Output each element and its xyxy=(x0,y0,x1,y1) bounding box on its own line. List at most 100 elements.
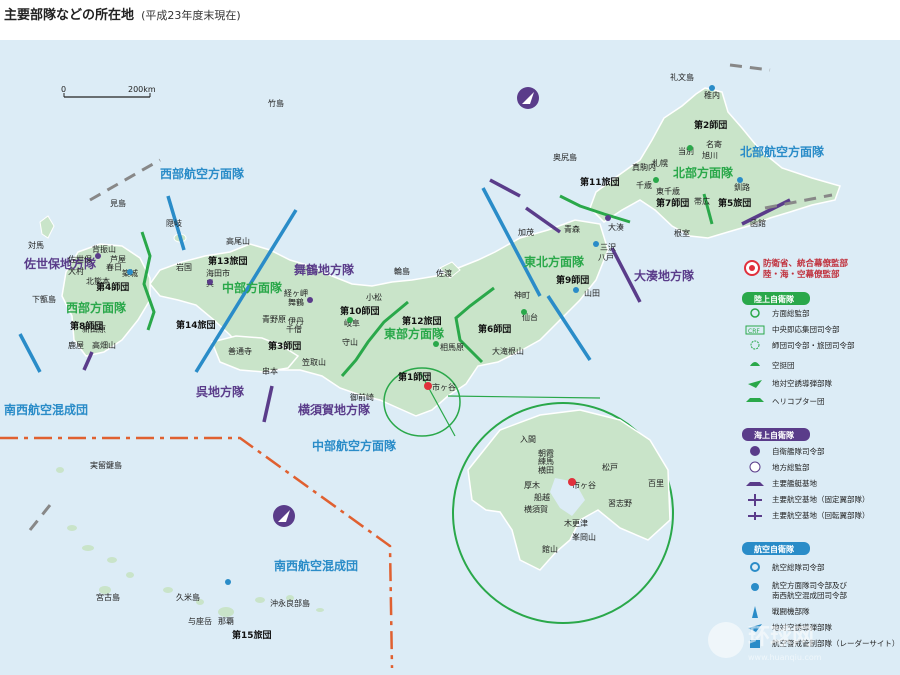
svg-text:横須賀: 横須賀 xyxy=(524,504,548,514)
svg-text:札幌: 札幌 xyxy=(652,158,668,168)
legend-asdf-1: 航空方面隊司令部及び xyxy=(772,580,847,590)
svg-text:隠岐: 隠岐 xyxy=(166,218,182,228)
legend-asdf-0: 航空総隊司令部 xyxy=(772,562,825,572)
legend-hq-main: 防衛省、統合幕僚監部 xyxy=(763,258,849,269)
unit-6: 第6師団 xyxy=(478,323,511,335)
svg-text:佐渡: 佐渡 xyxy=(436,268,452,278)
svg-text:千歳: 千歳 xyxy=(636,180,652,190)
svg-text:宮古島: 宮古島 xyxy=(96,592,120,602)
svg-text:舞鶴: 舞鶴 xyxy=(288,297,304,307)
compass-icon xyxy=(273,87,539,527)
legend-crf: CRF xyxy=(748,328,760,335)
svg-text:善通寺: 善通寺 xyxy=(228,346,252,356)
svg-text:青野原: 青野原 xyxy=(262,314,286,324)
unit-2: 第2師団 xyxy=(694,119,727,131)
legend-gsdf-2: 師団司令部・旅団司令部 xyxy=(772,340,855,350)
tsushima-island xyxy=(39,215,55,239)
svg-text:小松: 小松 xyxy=(366,292,382,302)
svg-text:北熊本: 北熊本 xyxy=(86,276,110,286)
legend-gsdf-5: ヘリコプター団 xyxy=(772,397,825,406)
watermark: 环球网 www.huanqiu.com xyxy=(708,622,822,662)
hokkaido xyxy=(589,87,841,239)
svg-text:相馬原: 相馬原 xyxy=(440,342,464,352)
svg-text:新田原: 新田原 xyxy=(82,324,106,334)
svg-text:山田: 山田 xyxy=(584,288,600,298)
legend-asdf-2: 南西航空混成団司令部 xyxy=(772,590,847,600)
svg-text:串本: 串本 xyxy=(262,366,278,376)
svg-text:那覇: 那覇 xyxy=(218,617,234,626)
legend-gsdf-4: 地対空誘導弾部隊 xyxy=(772,378,832,388)
svg-text:与座岳: 与座岳 xyxy=(188,616,212,626)
svg-text:加茂: 加茂 xyxy=(518,227,534,237)
legend-gsdf-1: 中央即応集団司令部 xyxy=(772,324,840,334)
legend: 防衛省、統合幕僚監部 陸・海・空幕僚監部 陸上自衛隊 方面総監部 中央即応集団司… xyxy=(742,258,899,648)
svg-text:竹島: 竹島 xyxy=(268,98,284,108)
legend-asdf-4: 地対空誘導弾部隊 xyxy=(772,622,832,632)
label-sasebo: 佐世保地方隊 xyxy=(23,256,97,271)
legend-gsdf-head: 陸上自衛隊 xyxy=(754,294,795,304)
svg-text:木更津: 木更津 xyxy=(564,518,588,528)
unit-9: 第9師団 xyxy=(556,274,589,286)
asdf-boundaries xyxy=(18,187,592,373)
map-markers xyxy=(95,85,743,585)
svg-text:横田: 横田 xyxy=(538,465,554,475)
svg-text:朝霞: 朝霞 xyxy=(538,449,554,458)
unit-5: 第5旅団 xyxy=(718,197,751,209)
legend-asdf-3: 戦闘機部隊 xyxy=(772,606,810,616)
unit-7: 第7師団 xyxy=(656,197,689,209)
svg-text:大村: 大村 xyxy=(68,266,84,276)
svg-text:八戸: 八戸 xyxy=(598,253,614,262)
label-northeastern-army: 東北方面隊 xyxy=(524,254,585,269)
svg-text:館山: 館山 xyxy=(542,544,558,554)
svg-text:輪島: 輪島 xyxy=(394,266,410,276)
svg-text:久米島: 久米島 xyxy=(176,592,200,602)
label-ominato: 大湊地方隊 xyxy=(634,268,695,283)
place-labels: 礼文島 稚内 奥尻島 当別 名寄 旭川 真駒内 札幌 千歳 東千歳 帯広 釧路 … xyxy=(28,72,766,626)
label-western-army: 西部方面隊 xyxy=(66,300,127,315)
japan-map: 0 200km xyxy=(0,40,900,675)
svg-text:当別: 当別 xyxy=(678,146,694,156)
label-yokosuka: 横須賀地方隊 xyxy=(298,402,371,417)
svg-text:千僧: 千僧 xyxy=(286,324,302,334)
svg-text:根室: 根室 xyxy=(674,228,690,238)
svg-text:环球网: 环球网 xyxy=(748,625,814,650)
svg-text:大滝根山: 大滝根山 xyxy=(492,346,524,356)
svg-text:百里: 百里 xyxy=(648,479,664,488)
unit-13: 第13旅団 xyxy=(208,255,248,267)
svg-text:伊丹: 伊丹 xyxy=(288,316,304,326)
svg-text:旭川: 旭川 xyxy=(702,150,718,160)
svg-text:背振山: 背振山 xyxy=(92,244,116,254)
unit-10: 第10師団 xyxy=(340,305,380,317)
svg-text:奥尻島: 奥尻島 xyxy=(553,152,577,162)
svg-text:礼文島: 礼文島 xyxy=(670,72,694,82)
unit-11: 第11旅団 xyxy=(580,176,620,188)
svg-text:厚木: 厚木 xyxy=(524,480,540,490)
unit-3: 第3師団 xyxy=(268,340,301,352)
msdf-boundaries xyxy=(82,178,791,423)
legend-asdf-head: 航空自衛隊 xyxy=(754,544,795,554)
svg-text:松戸: 松戸 xyxy=(602,462,618,472)
title-main: 主要部隊などの所在地 xyxy=(4,8,135,23)
label-western-air: 西部航空方面隊 xyxy=(160,166,245,181)
scale-bar: 0 200km xyxy=(61,85,156,98)
sado-island xyxy=(439,261,461,279)
label-middle-army: 中部方面隊 xyxy=(222,280,283,295)
scale-zero: 0 xyxy=(61,85,66,94)
label-kure: 呉地方隊 xyxy=(196,384,245,399)
southwest-islands xyxy=(56,467,324,617)
label-central-air: 中部航空方面隊 xyxy=(312,438,397,453)
svg-text:沖永良部島: 沖永良部島 xyxy=(270,598,310,608)
svg-text:峯岡山: 峯岡山 xyxy=(572,532,596,542)
svg-text:鹿屋: 鹿屋 xyxy=(68,340,84,350)
legend-asdf-5: 航空警戒管制部隊（レーダーサイト） xyxy=(772,638,899,648)
svg-text:岐阜: 岐阜 xyxy=(344,318,360,328)
svg-text:釧路: 釧路 xyxy=(734,182,750,192)
svg-text:対馬: 対馬 xyxy=(28,240,44,250)
svg-text:高畑山: 高畑山 xyxy=(92,340,116,350)
svg-text:御前崎: 御前崎 xyxy=(350,392,374,402)
svg-text:春日: 春日 xyxy=(106,262,122,272)
svg-text:市ヶ谷: 市ヶ谷 xyxy=(432,382,456,392)
svg-text:仙台: 仙台 xyxy=(522,312,538,322)
unit-8: 第8師団 xyxy=(70,320,103,332)
legend-msdf-0: 自衛艦隊司令部 xyxy=(772,446,825,456)
